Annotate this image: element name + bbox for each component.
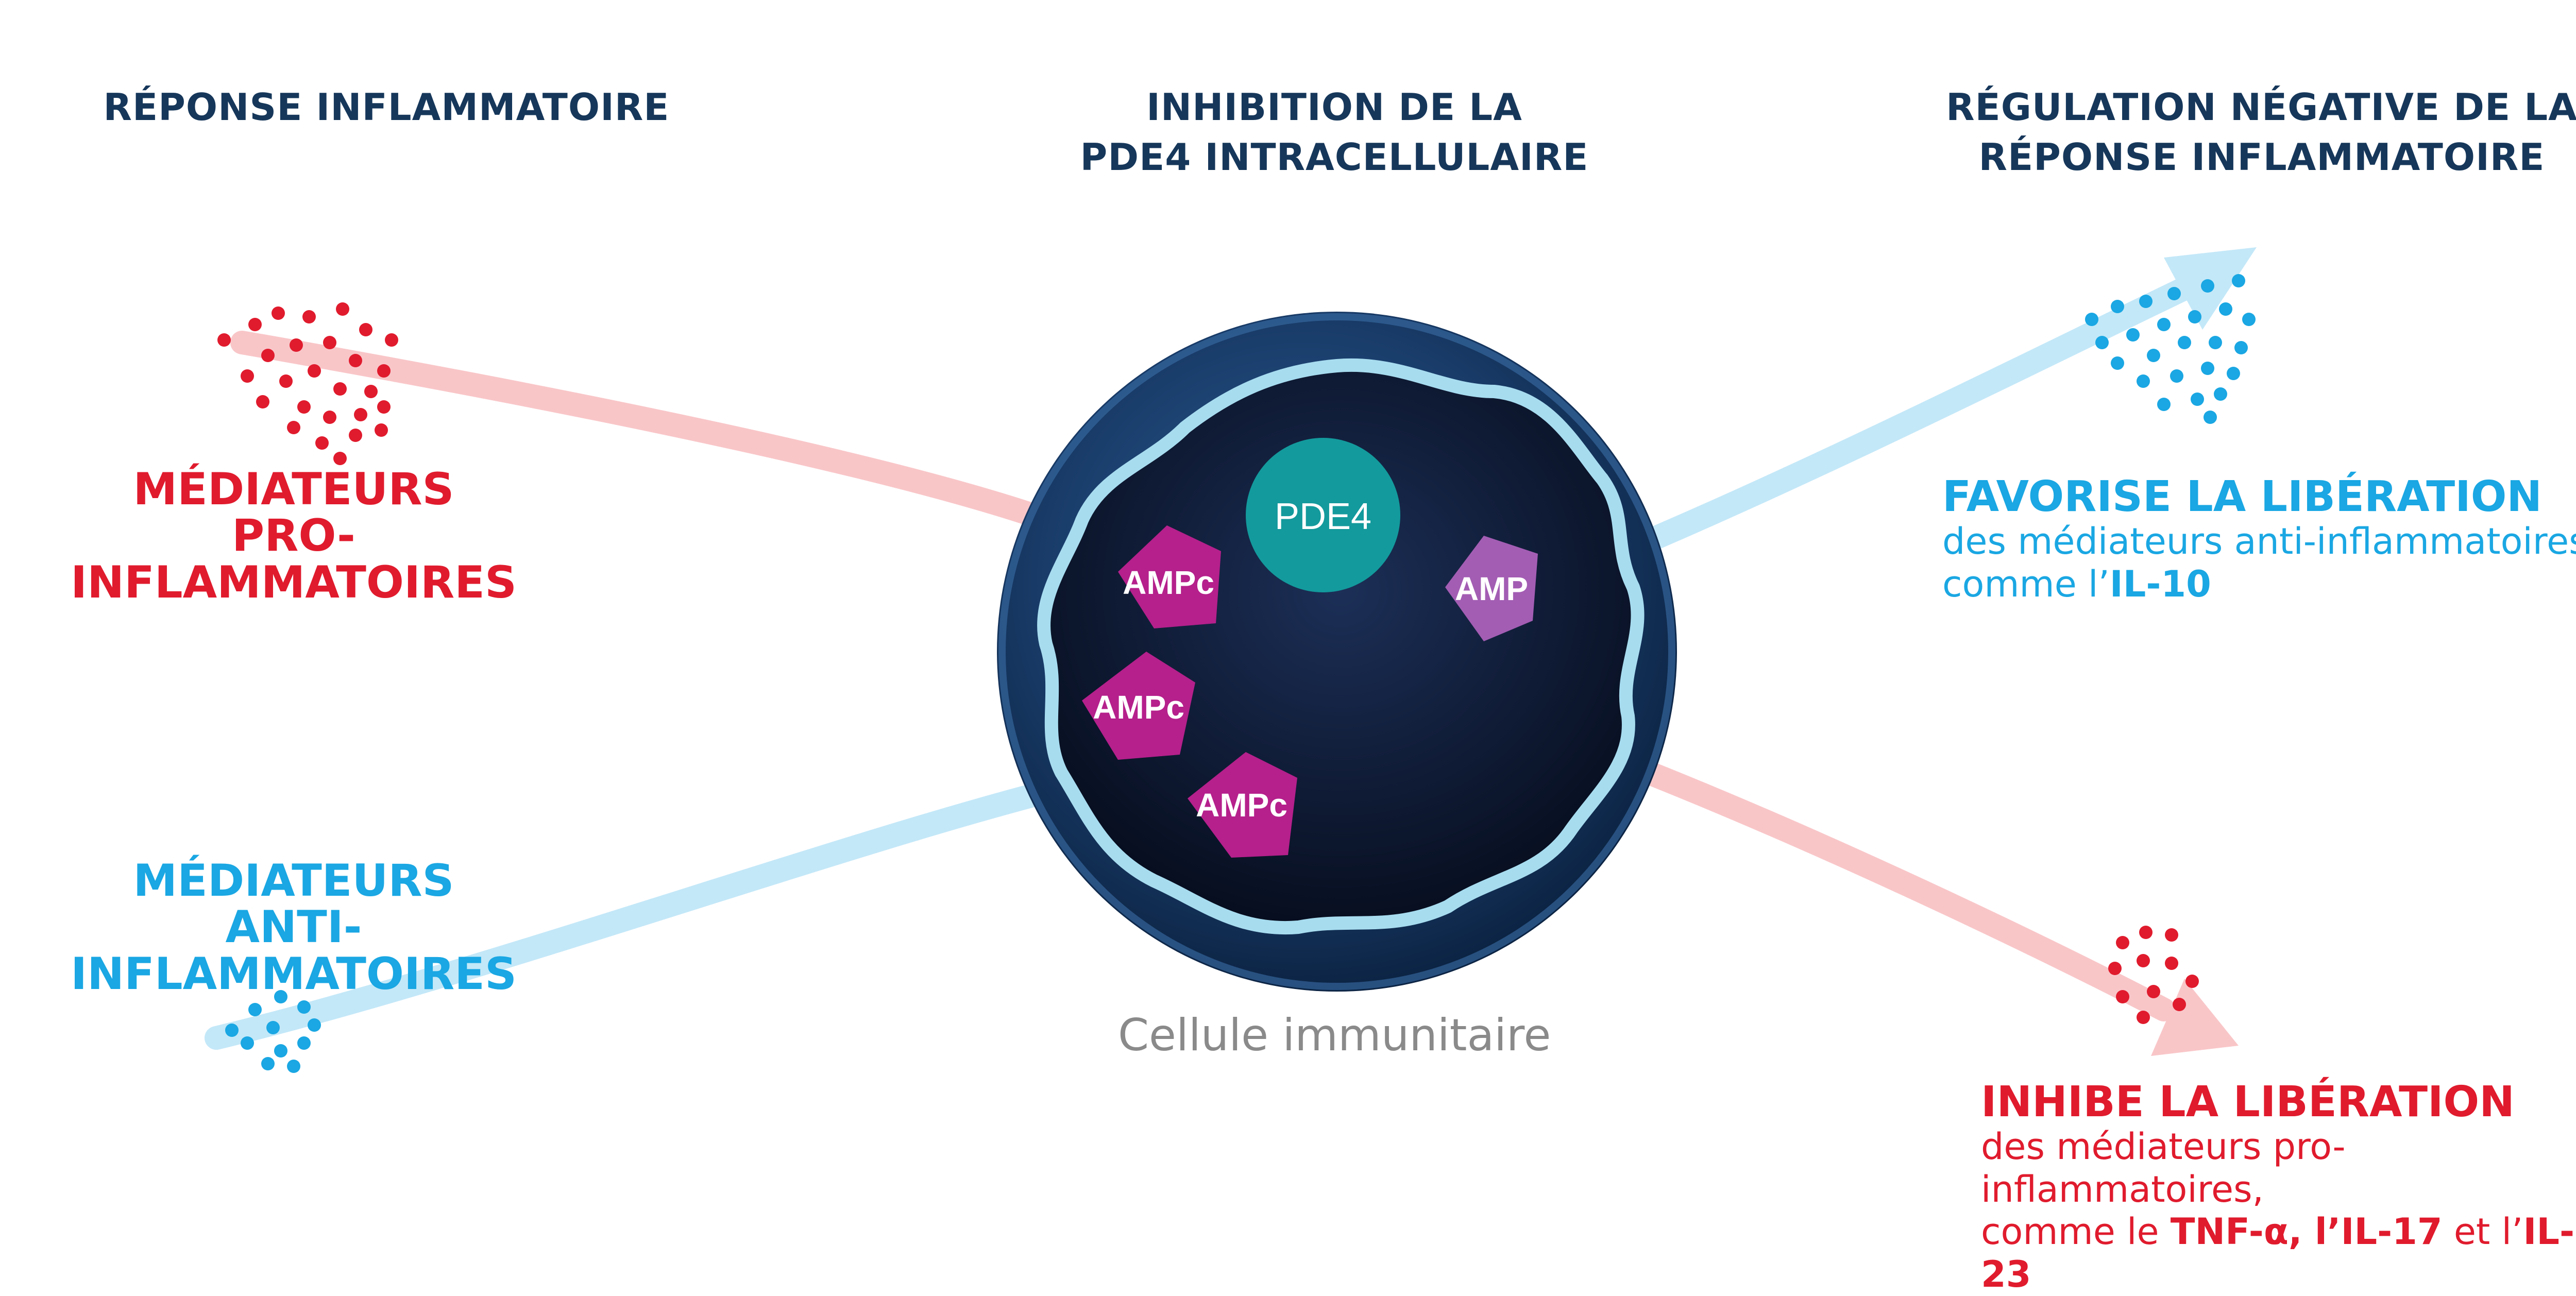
- anti-line2: ANTI-INFLAMMATOIRES: [10, 904, 577, 997]
- pro-line2: PRO-INFLAMMATOIRES: [10, 513, 577, 606]
- anti-inflammatory-label: MÉDIATEURS ANTI-INFLAMMATOIRES: [10, 858, 577, 997]
- heading-pde4-inhibition: INHIBITION DE LA PDE4 INTRACELLULAIRE: [979, 82, 1690, 182]
- heading-center-line1: INHIBITION DE LA: [979, 82, 1690, 132]
- inhibe-line1: des médiateurs pro-inflammatoires,: [1981, 1126, 2576, 1210]
- inhibe-line2-a: comme le: [1981, 1210, 2171, 1253]
- pro-line1: MÉDIATEURS: [10, 466, 577, 513]
- immune-cell: [997, 312, 1677, 992]
- amp-label: AMP: [1455, 570, 1528, 607]
- anti-line1: MÉDIATEURS: [10, 858, 577, 904]
- pro-inflammatory-output-arrow: [1649, 773, 2164, 1010]
- pro-inflammatory-label: MÉDIATEURS PRO-INFLAMMATOIRES: [10, 466, 577, 606]
- heading-inflammatory-response: RÉPONSE INFLAMMATOIRE: [82, 82, 690, 132]
- inhibe-line2: comme le TNF-α, l’IL-17 et l’IL-23: [1981, 1210, 2576, 1295]
- favorise-block: FAVORISE LA LIBÉRATION des médiateurs an…: [1942, 474, 2576, 605]
- il10-term: IL-10: [2110, 563, 2211, 605]
- favorise-line2-prefix: comme l’: [1942, 563, 2110, 605]
- favorise-title: FAVORISE LA LIBÉRATION: [1942, 474, 2576, 520]
- heading-left-text: RÉPONSE INFLAMMATOIRE: [104, 86, 670, 129]
- inhibe-title: INHIBE LA LIBÉRATION: [1981, 1079, 2576, 1126]
- ampc-label-1: AMPc: [1123, 564, 1214, 601]
- heading-center-line2: PDE4 INTRACELLULAIRE: [979, 132, 1690, 182]
- pde4-label: PDE4: [1275, 496, 1371, 537]
- favorise-line1: des médiateurs anti-inflammatoires,: [1942, 520, 2576, 563]
- heading-negative-regulation: RÉGULATION NÉGATIVE DE LA RÉPONSE INFLAM…: [1906, 82, 2576, 182]
- inhibe-block: INHIBE LA LIBÉRATION des médiateurs pro-…: [1981, 1079, 2576, 1296]
- ampc-label-3: AMPc: [1196, 787, 1287, 824]
- inhibe-line2-c: et l’: [2443, 1210, 2523, 1253]
- favorise-line2: comme l’IL-10: [1942, 563, 2576, 606]
- ampc-label-2: AMPc: [1093, 689, 1184, 726]
- tnf-il17-term: TNF-α, l’IL-17: [2171, 1210, 2443, 1253]
- heading-right-line1: RÉGULATION NÉGATIVE DE LA: [1906, 82, 2576, 132]
- cell-label: Cellule immunitaire: [1118, 1010, 1551, 1061]
- released-anti-inflammatory-dots: [2085, 274, 2256, 424]
- pro-inflammatory-mediator-dots: [217, 302, 398, 465]
- heading-right-line2: RÉPONSE INFLAMMATOIRE: [1906, 132, 2576, 182]
